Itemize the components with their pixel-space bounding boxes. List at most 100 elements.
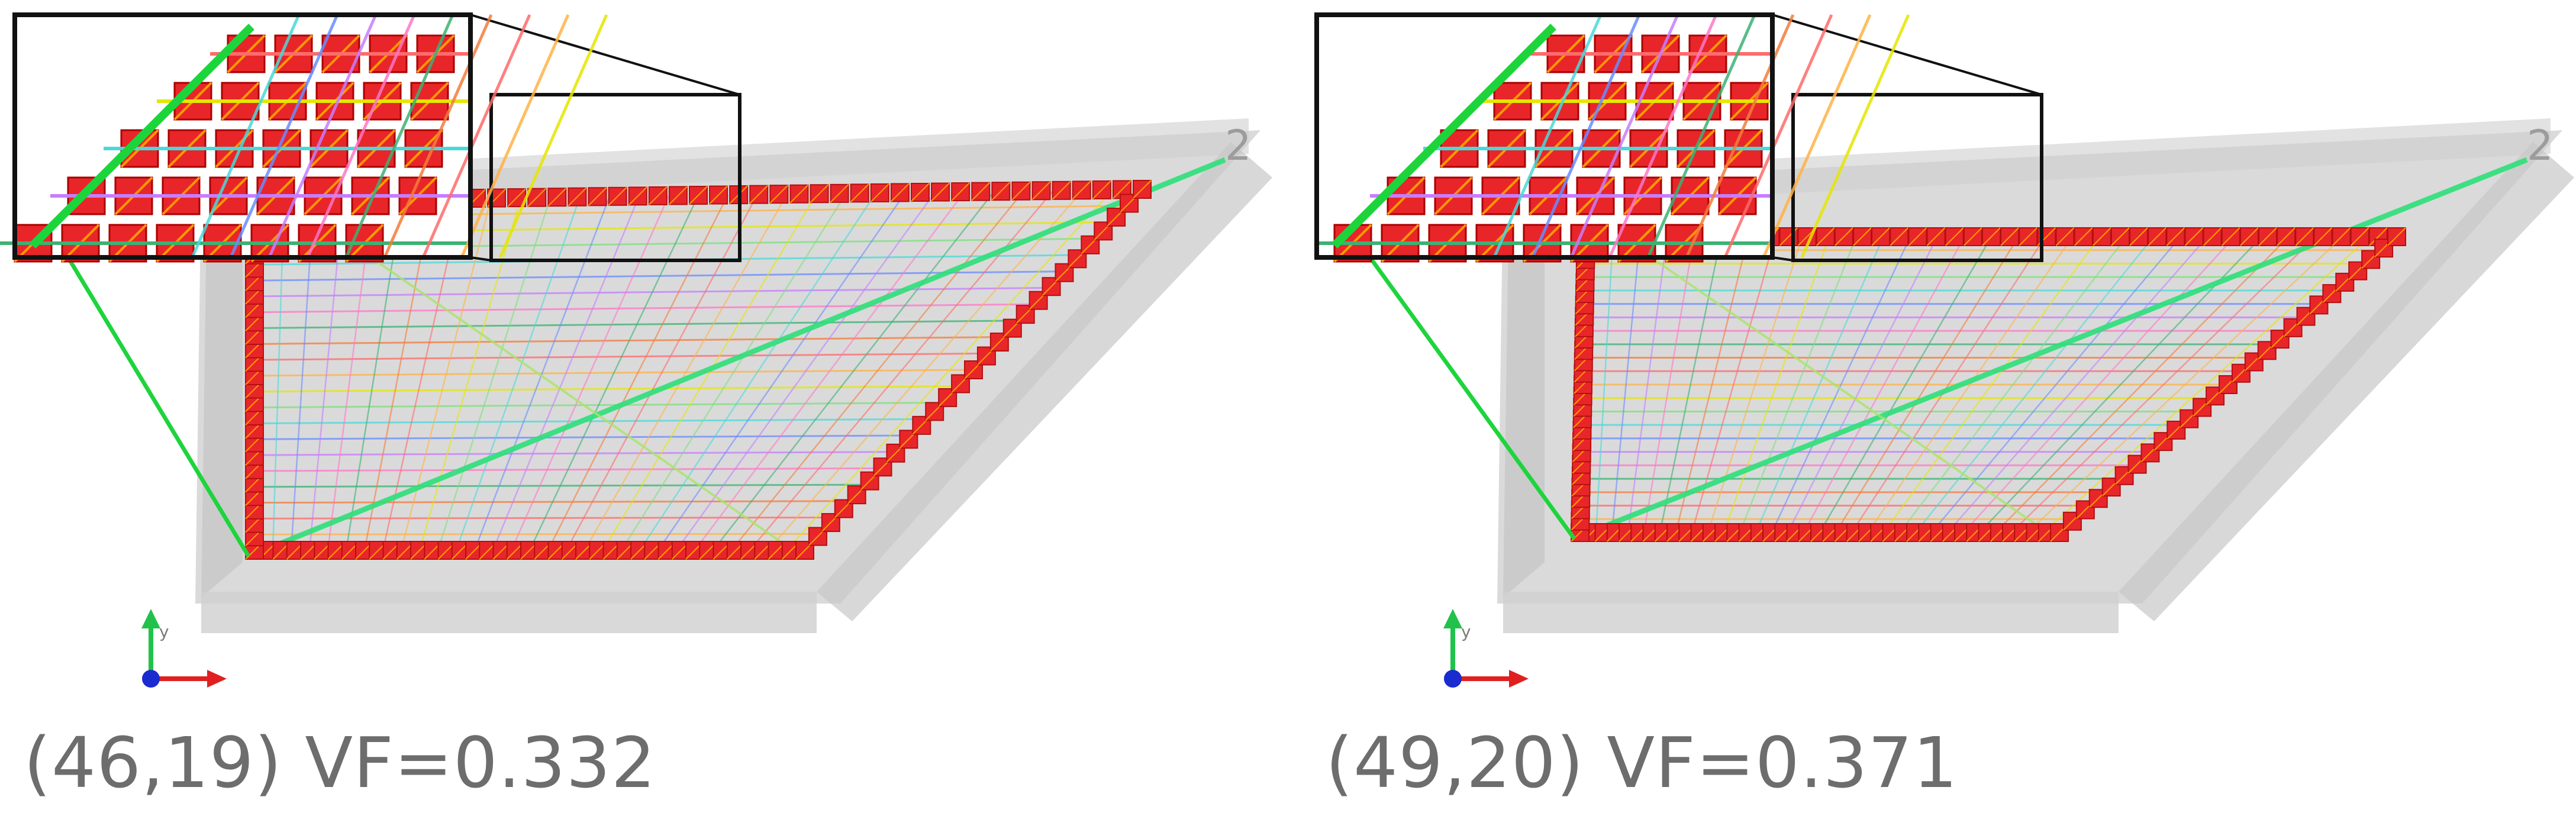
plate-edge-bottom <box>1503 592 2119 633</box>
cell-top-strut <box>2295 227 2314 246</box>
cell-top-strut <box>769 185 789 204</box>
frame-thin-diagonal <box>1620 236 2049 534</box>
cell-top-strut <box>1011 182 1031 201</box>
grid-line <box>510 195 670 551</box>
grid-line <box>473 196 611 551</box>
grid-line <box>1915 236 2154 533</box>
axis-y-label: y <box>159 622 169 641</box>
panel-right: 12y (49,20) VF=0.371 <box>1302 0 2576 816</box>
grid-line <box>1995 236 2290 533</box>
grid-line <box>657 192 907 551</box>
grid-line <box>565 194 759 551</box>
cell-top-strut <box>2000 227 2019 246</box>
callout-line-bottom <box>470 256 492 262</box>
plate-edge-top <box>1521 118 2551 207</box>
grid-line <box>1850 236 2046 533</box>
zoom-diagonal-line <box>1723 14 1833 259</box>
grid-line <box>675 191 936 551</box>
cell-top-strut <box>608 187 627 206</box>
zoom-diagonal-line <box>1685 14 1795 259</box>
axis-z-icon <box>142 670 160 688</box>
scene: 12y <box>1314 12 2574 688</box>
cell-top-strut <box>547 188 567 207</box>
cell-top-strut <box>507 188 526 207</box>
cell-top-strut <box>951 182 970 201</box>
cell-top-strut <box>1945 227 1964 246</box>
corner-label-2: 2 <box>1225 121 1252 170</box>
zoom-diagonal-line <box>1569 14 1679 259</box>
grid-line <box>1866 236 2074 533</box>
cell-top-strut <box>911 183 930 202</box>
cell-top-strut <box>2277 227 2295 246</box>
grid-line <box>1659 236 1722 533</box>
cell-top-strut <box>1031 181 1051 200</box>
cell-top-strut <box>527 188 546 207</box>
cell-top-strut <box>1835 227 1853 246</box>
plate-edge-bottom <box>201 592 817 633</box>
grid-line <box>2027 236 2343 533</box>
cell-top-strut <box>669 186 688 205</box>
zoom-diagonal-line <box>498 14 608 259</box>
grid-line <box>1819 236 1993 533</box>
zoom-frame-green <box>1331 24 1556 249</box>
cell-top-strut <box>1853 227 1872 246</box>
plate-edge-right <box>2119 142 2574 621</box>
zoom-diagonal-line <box>460 14 570 259</box>
frame-diagonal <box>1603 157 2528 530</box>
grid-line <box>1931 236 2181 533</box>
callout-green-connector <box>1368 256 1576 540</box>
panel-right-caption: (49,20) VF=0.371 <box>1326 722 1958 804</box>
zoom-inset-border <box>12 12 473 260</box>
cell-top-strut <box>1871 227 1890 246</box>
zoom-diagonal-line <box>1608 14 1718 259</box>
cell-right-strut <box>2387 227 2406 246</box>
grid-line <box>492 195 640 551</box>
panel-left-viewport: 12y <box>0 12 1272 688</box>
cell-top-strut <box>709 185 728 205</box>
panel-right-viewport: 12y <box>1314 12 2574 688</box>
zoom-diagonal-line <box>191 14 301 259</box>
axis-y-label: y <box>1461 622 1471 641</box>
grid-line <box>583 193 788 551</box>
zoom-diagonal-line <box>229 14 339 259</box>
grid-line <box>694 191 965 551</box>
axis-x-arrow-icon <box>207 670 227 688</box>
cell-top-strut <box>749 185 768 204</box>
grid-line <box>547 194 729 551</box>
cell-top-strut <box>1092 180 1111 199</box>
frame-diagonal <box>277 157 1226 547</box>
cell-top-strut <box>2351 227 2369 246</box>
zoom-frame-green <box>30 24 254 249</box>
panel-left-caption: (46,19) VF=0.332 <box>24 722 656 804</box>
cell-top-strut <box>2129 227 2148 246</box>
grid-line <box>1723 236 1830 533</box>
cell-top-strut <box>971 182 990 201</box>
grid-line <box>1835 236 2019 533</box>
cell-top-strut <box>1816 227 1835 246</box>
zoom-region <box>1791 93 2043 262</box>
grid-line <box>620 193 847 551</box>
grid-line <box>1739 236 1857 533</box>
zoom-inset-border <box>1314 12 1775 260</box>
plate-edge-left <box>1503 160 1545 598</box>
grid-line <box>731 190 1024 551</box>
zoom-diagonal-line <box>1531 14 1641 259</box>
cell-top-strut <box>891 183 910 202</box>
callout-line-bottom <box>1772 256 1794 262</box>
cell-top-strut <box>850 183 869 203</box>
cell-top-strut <box>2019 227 2037 246</box>
axis-y-arrow-icon <box>141 609 160 628</box>
cell-top-strut <box>1982 227 2001 246</box>
grid-line <box>1675 236 1749 533</box>
grid-line <box>455 196 581 551</box>
corner-label-2: 2 <box>2527 121 2554 170</box>
cell-top-strut <box>2111 227 2130 246</box>
scene: 12y <box>0 12 1272 688</box>
cell-top-strut <box>871 183 889 202</box>
grid-line <box>786 189 1113 551</box>
axis-z-icon <box>1444 670 1462 688</box>
cell-top-strut <box>2203 227 2222 246</box>
plate-edge-top <box>219 118 1249 207</box>
cell-top-strut <box>931 182 950 202</box>
cell-top-strut <box>991 182 1011 201</box>
